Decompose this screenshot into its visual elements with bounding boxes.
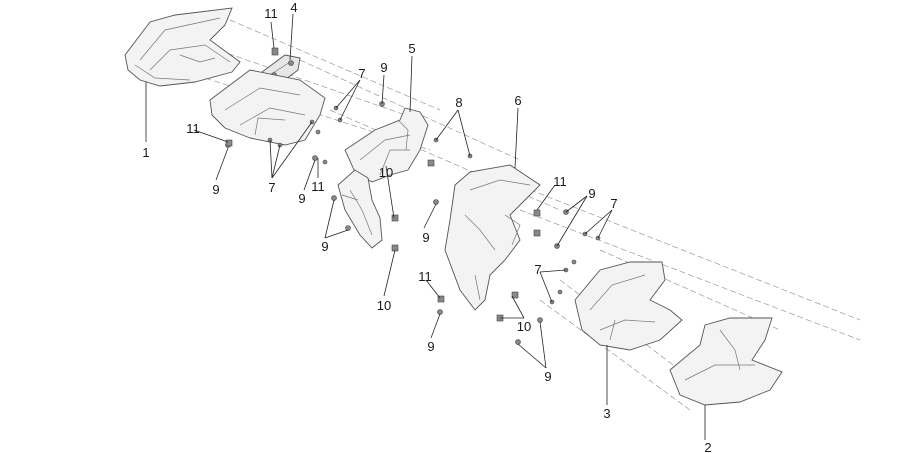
callout-3: 3	[603, 406, 610, 421]
callout-10-right: 10	[517, 319, 531, 334]
callout-labels: 1 2 3 4 5 6 7 7 7 7 8 9 9 9 9 9 9 9 9 10…	[142, 0, 711, 453]
callout-11-lower: 11	[418, 269, 432, 284]
callout-11-top: 11	[264, 6, 278, 21]
callout-9-bottom-right: 9	[544, 369, 551, 384]
callout-7-lower: 7	[534, 262, 541, 277]
callout-9-lower-left: 9	[321, 239, 328, 254]
callout-9-left: 9	[212, 182, 219, 197]
callout-7-top: 7	[358, 66, 365, 81]
part-3-lower-frame	[574, 261, 683, 351]
callout-9-right: 9	[588, 186, 595, 201]
callout-9-top: 9	[380, 60, 387, 75]
callout-5: 5	[408, 41, 415, 56]
callout-10-lower: 10	[377, 298, 391, 313]
callout-11-mid: 11	[311, 179, 325, 194]
leader-lines	[145, 13, 706, 440]
part-1-upper-cover	[124, 7, 241, 87]
part-5-central-frame	[344, 107, 429, 183]
callout-7-right: 7	[610, 196, 617, 211]
callout-1: 1	[142, 145, 149, 160]
left-side-frame	[337, 169, 383, 249]
callout-2: 2	[704, 440, 711, 453]
callout-11-left: 11	[186, 121, 200, 136]
callout-7-left: 7	[268, 180, 275, 195]
part-2-bottom-cover	[669, 317, 783, 406]
callout-10-upper: 10	[379, 165, 393, 180]
callout-4: 4	[290, 0, 297, 15]
callout-9-center: 9	[422, 230, 429, 245]
callout-11-right: 11	[553, 174, 567, 189]
callout-9-bottom: 9	[427, 339, 434, 354]
callout-8: 8	[455, 95, 462, 110]
part-6-right-frame	[444, 164, 541, 311]
callout-6: 6	[514, 93, 521, 108]
inner-panel	[209, 69, 326, 146]
callout-9-mid: 9	[298, 191, 305, 206]
